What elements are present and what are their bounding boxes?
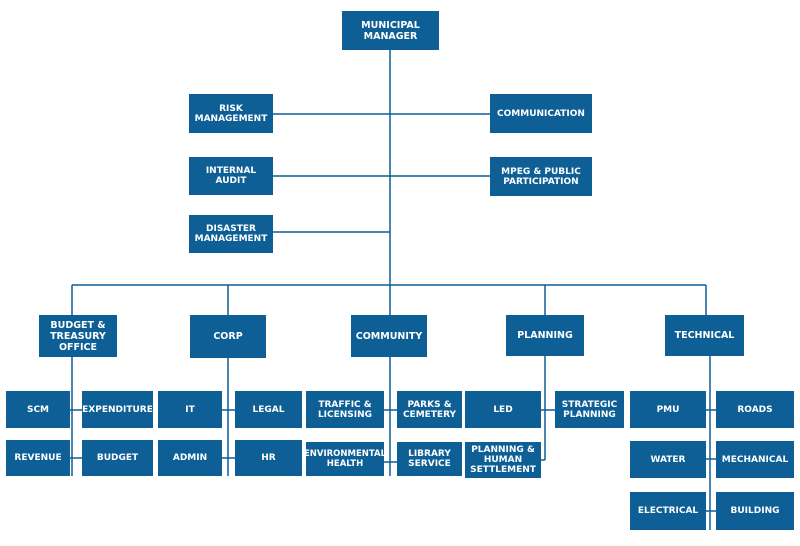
electrical-box: ELECTRICAL	[630, 492, 706, 530]
communication-box: COMMUNICATION	[490, 94, 592, 133]
parks-cemetery-box: PARKS & CEMETERY	[397, 391, 462, 428]
community-box: COMMUNITY	[351, 315, 427, 357]
disaster-management-box: DISASTER MANAGEMENT	[189, 215, 273, 253]
expenditure-box: EXPENDITURE	[82, 391, 153, 428]
mechanical-box: MECHANICAL	[716, 441, 794, 478]
budget-box: BUDGET	[82, 440, 153, 476]
risk-management-box: RISK MANAGEMENT	[189, 94, 273, 133]
environmental-health-box: ENVIRONMENTAL HEALTH	[304, 442, 386, 476]
budget-treasury-office-box: BUDGET & TREASURY OFFICE	[39, 315, 117, 357]
library-service-box: LIBRARY SERVICE	[397, 442, 462, 476]
it-box: IT	[158, 391, 222, 428]
building-box: BUILDING	[716, 492, 794, 530]
scm-box: SCM	[6, 391, 70, 428]
legal-box: LEGAL	[235, 391, 302, 428]
admin-box: ADMIN	[158, 440, 222, 476]
corp-box: CORP	[190, 315, 266, 358]
pmu-box: PMU	[630, 391, 706, 428]
planning-human-settlement-box: PLANNING & HUMAN SETTLEMENT	[465, 442, 541, 478]
strategic-planning-box: STRATEGIC PLANNING	[555, 391, 624, 428]
hr-box: HR	[235, 440, 302, 476]
municipal-manager-box: MUNICIPAL MANAGER	[342, 11, 439, 50]
planning-box: PLANNING	[506, 315, 584, 356]
revenue-box: REVENUE	[6, 440, 70, 476]
water-box: WATER	[630, 441, 706, 478]
traffic-licensing-box: TRAFFIC & LICENSING	[306, 391, 384, 428]
led-box: LED	[465, 391, 541, 428]
mpeg-public-participation-box: MPEG & PUBLIC PARTICIPATION	[490, 157, 592, 196]
internal-audit-box: INTERNAL AUDIT	[189, 157, 273, 195]
roads-box: ROADS	[716, 391, 794, 428]
technical-box: TECHNICAL	[665, 315, 744, 356]
